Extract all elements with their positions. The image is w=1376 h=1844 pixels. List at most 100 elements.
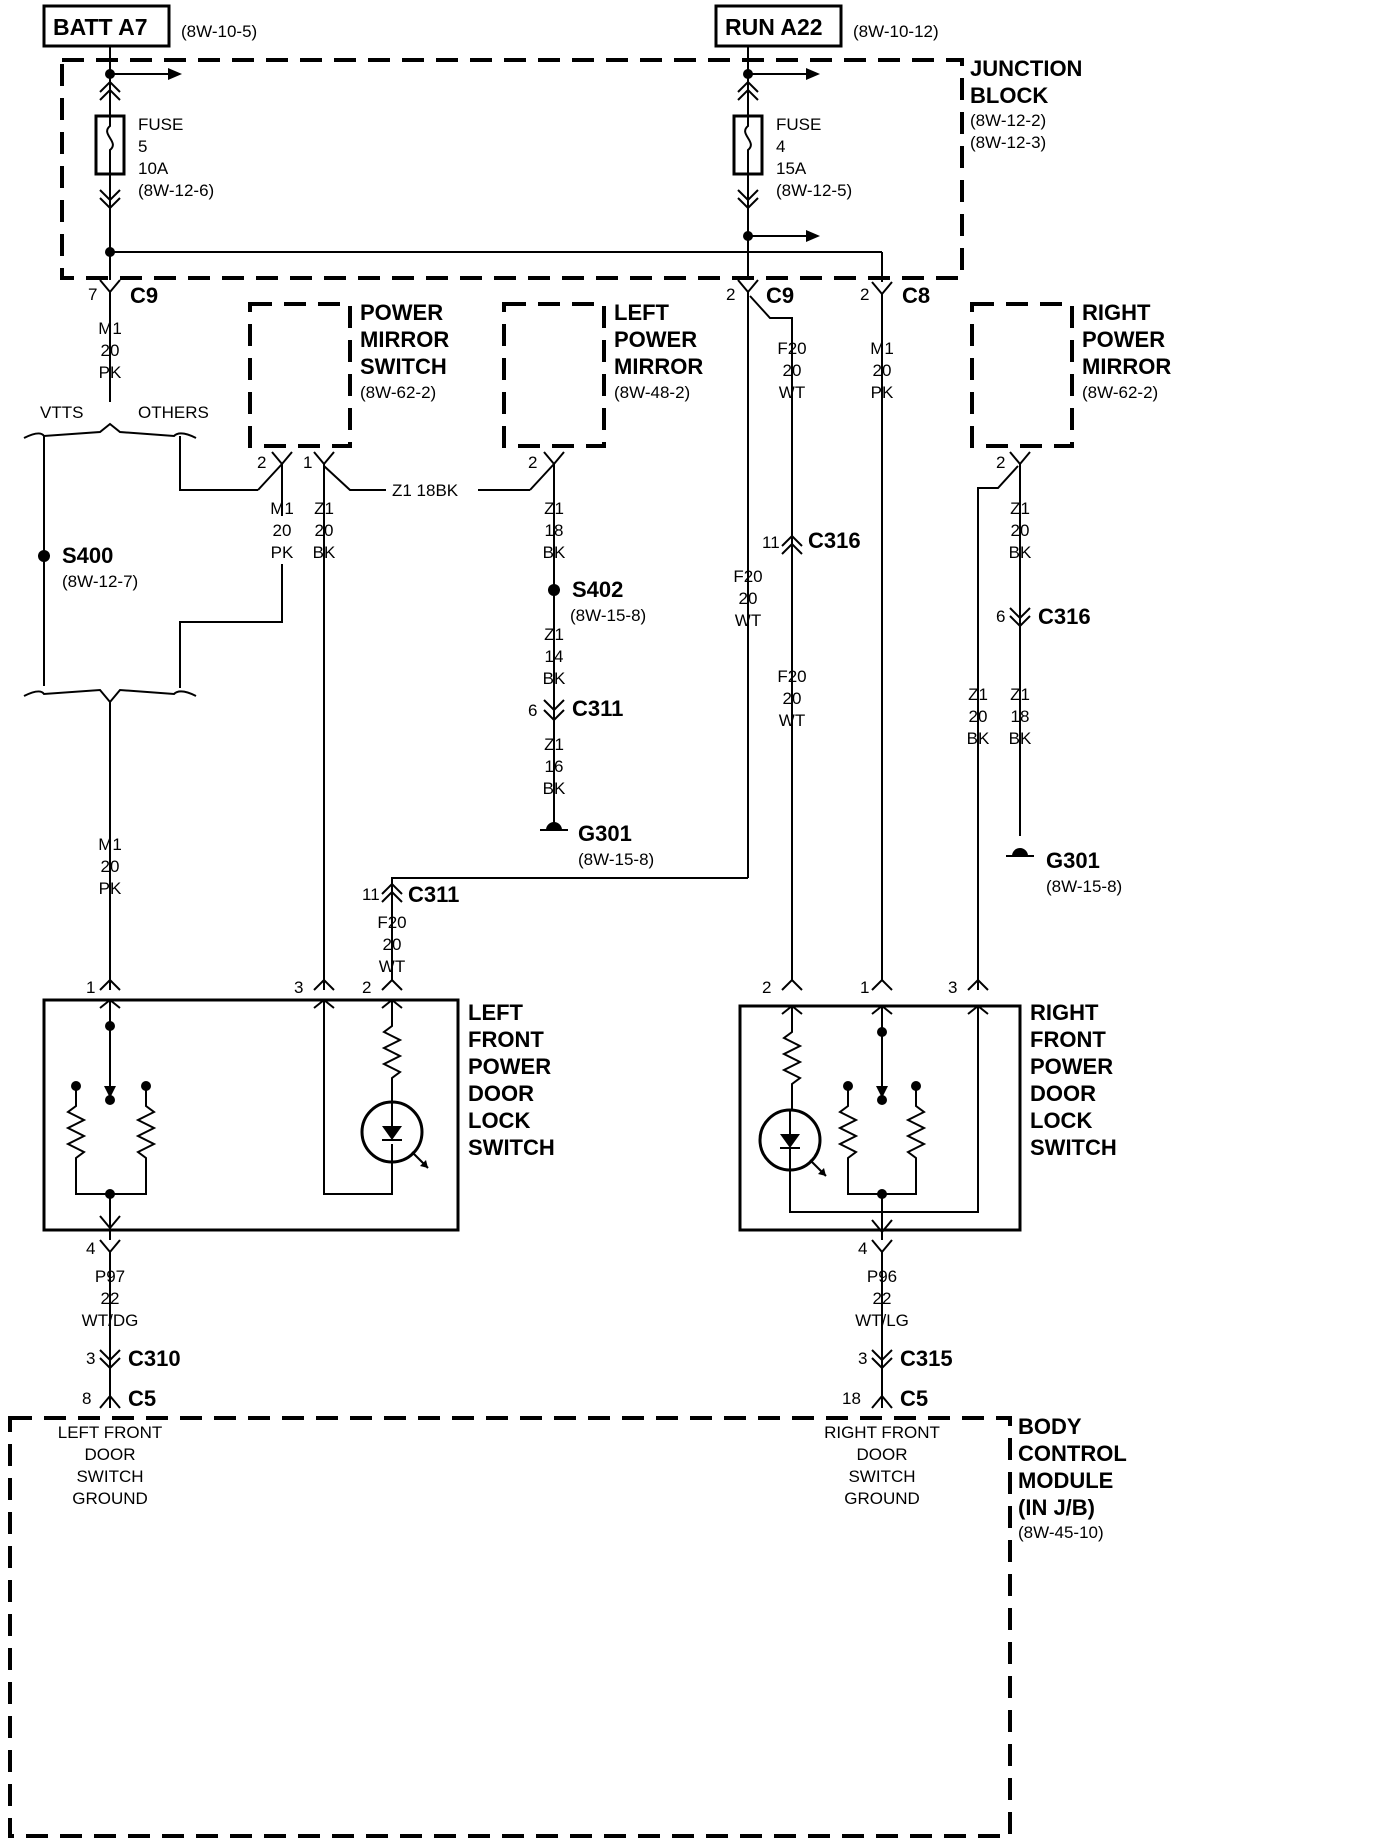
- wire-label: Z1: [544, 625, 564, 644]
- wire-label: 20: [383, 935, 402, 954]
- wire-label: 20: [101, 857, 120, 876]
- c311b-name: C311: [408, 882, 459, 907]
- bcm-right-ground: DOOR: [857, 1445, 908, 1464]
- lfs-line: POWER: [468, 1054, 551, 1079]
- wire-label: BK: [543, 669, 566, 688]
- wire-label: Z1: [314, 499, 334, 518]
- c315-name: C315: [900, 1346, 953, 1371]
- bcm-line: (IN J/B): [1018, 1495, 1095, 1520]
- s400-name: S400: [62, 543, 113, 568]
- pms-line: SWITCH: [360, 354, 447, 379]
- g301-left-name: G301: [578, 821, 632, 846]
- wire-label: Z1: [544, 735, 564, 754]
- wire-label: BK: [543, 543, 566, 562]
- bcm-left-ground: SWITCH: [76, 1467, 143, 1486]
- jb-line1: JUNCTION: [970, 56, 1082, 81]
- wire-label: PK: [99, 363, 122, 382]
- wire-label: Z1: [1010, 499, 1030, 518]
- wire-label: PK: [271, 543, 294, 562]
- rfs-pin-bottom: 4: [858, 1239, 867, 1258]
- pms-pin: 1: [303, 453, 312, 472]
- c9-left-pin: 7: [88, 285, 97, 304]
- rfs-line: SWITCH: [1030, 1135, 1117, 1160]
- c9-left-name: C9: [130, 283, 158, 308]
- c8-name: C8: [902, 283, 930, 308]
- wire-label: PK: [871, 383, 894, 402]
- lpm-ref: (8W-48-2): [614, 383, 690, 402]
- wire-label: Z1: [544, 499, 564, 518]
- wire-label: WT/LG: [855, 1311, 909, 1330]
- wire-label: WT/DG: [82, 1311, 139, 1330]
- rfs-line: POWER: [1030, 1054, 1113, 1079]
- c310-pin: 3: [86, 1349, 95, 1368]
- wire-label: 22: [101, 1289, 120, 1308]
- bcm-left-ground: LEFT FRONT: [58, 1423, 163, 1442]
- wire-label: WT: [379, 957, 405, 976]
- lfs-pin: 3: [294, 978, 303, 997]
- lfs-line: FRONT: [468, 1027, 544, 1052]
- wire-label: 18: [1011, 707, 1030, 726]
- lfs-pin: 1: [86, 978, 95, 997]
- rpm-pin: 2: [996, 453, 1005, 472]
- s402-ref: (8W-15-8): [570, 606, 646, 625]
- fuse4-label: FUSE: [776, 115, 821, 134]
- s402-name: S402: [572, 577, 623, 602]
- batt-source: BATT A7 (8W-10-5): [42, 4, 257, 48]
- wire-label: 20: [783, 689, 802, 708]
- wire-label: BK: [967, 729, 990, 748]
- lpm-line: MIRROR: [614, 354, 703, 379]
- lpm-line: POWER: [614, 327, 697, 352]
- c316b-name: C316: [1038, 604, 1091, 629]
- right-power-mirror: RIGHT POWER MIRROR (8W-62-2) 2 Z1 20 BK …: [967, 300, 1171, 990]
- rfs-line: RIGHT: [1030, 1000, 1099, 1025]
- wire-label: 16: [545, 757, 564, 776]
- output-wires: P97 22 WT/DG 3 C310 8 C5 P96 22 WT/LG 3 …: [82, 1267, 953, 1411]
- c5-right-pin: 18: [842, 1389, 861, 1408]
- c9-right-name: C9: [766, 283, 794, 308]
- lfs-line: LOCK: [468, 1108, 530, 1133]
- wire-label: Z1: [1010, 685, 1030, 704]
- g301-right-ref: (8W-15-8): [1046, 877, 1122, 896]
- c9-right-pin: 2: [726, 285, 735, 304]
- run-source: RUN A22 (8W-10-12): [714, 4, 939, 48]
- bcm-right-ground: GROUND: [844, 1489, 920, 1508]
- pms-line: POWER: [360, 300, 443, 325]
- pms-ref: (8W-62-2): [360, 383, 436, 402]
- wire-label: PK: [99, 879, 122, 898]
- c316b-pin: 6: [996, 607, 1005, 626]
- rfs-line: LOCK: [1030, 1108, 1092, 1133]
- left-front-door-lock-switch: 1 3 2 LEFT FRONT POWER DOOR LOCK SWITCH: [42, 978, 555, 1408]
- c5-left-pin: 8: [82, 1389, 91, 1408]
- lpm-line: LEFT: [614, 300, 670, 325]
- wire-label: Z1 18BK: [392, 481, 459, 500]
- wire-label: 20: [969, 707, 988, 726]
- wire-label: 18: [545, 521, 564, 540]
- bcm-line: CONTROL: [1018, 1441, 1127, 1466]
- fuse4-num: 4: [776, 137, 785, 156]
- wire-label: M1: [98, 835, 122, 854]
- c316a-name: C316: [808, 528, 861, 553]
- wire-label: BK: [1009, 729, 1032, 748]
- vtts-label: VTTS: [40, 403, 83, 422]
- fuse4-circuit: FUSE 4 15A (8W-12-5): [732, 46, 852, 280]
- bcm-right-ground: RIGHT FRONT: [824, 1423, 940, 1442]
- jb-ref2: (8W-12-3): [970, 133, 1046, 152]
- c310-name: C310: [128, 1346, 181, 1371]
- wire-label: F20: [777, 667, 806, 686]
- wire-label: WT: [735, 611, 761, 630]
- wire-label: F20: [777, 339, 806, 358]
- batt-label: BATT A7: [53, 14, 148, 40]
- bcm-line: BODY: [1018, 1414, 1082, 1439]
- run-label: RUN A22: [725, 14, 823, 40]
- fuse5-ref: (8W-12-6): [138, 181, 214, 200]
- wire-label: WT: [779, 383, 805, 402]
- jb-line2: BLOCK: [970, 83, 1048, 108]
- rpm-line: POWER: [1082, 327, 1165, 352]
- wire-label: 20: [315, 521, 334, 540]
- g301-left-ref: (8W-15-8): [578, 850, 654, 869]
- lpm-pin: 2: [528, 453, 537, 472]
- left-power-mirror: LEFT POWER MIRROR (8W-48-2) 2 Z1 18 BK S…: [502, 300, 703, 869]
- wire-label: 20: [783, 361, 802, 380]
- pms-pin: 2: [257, 453, 266, 472]
